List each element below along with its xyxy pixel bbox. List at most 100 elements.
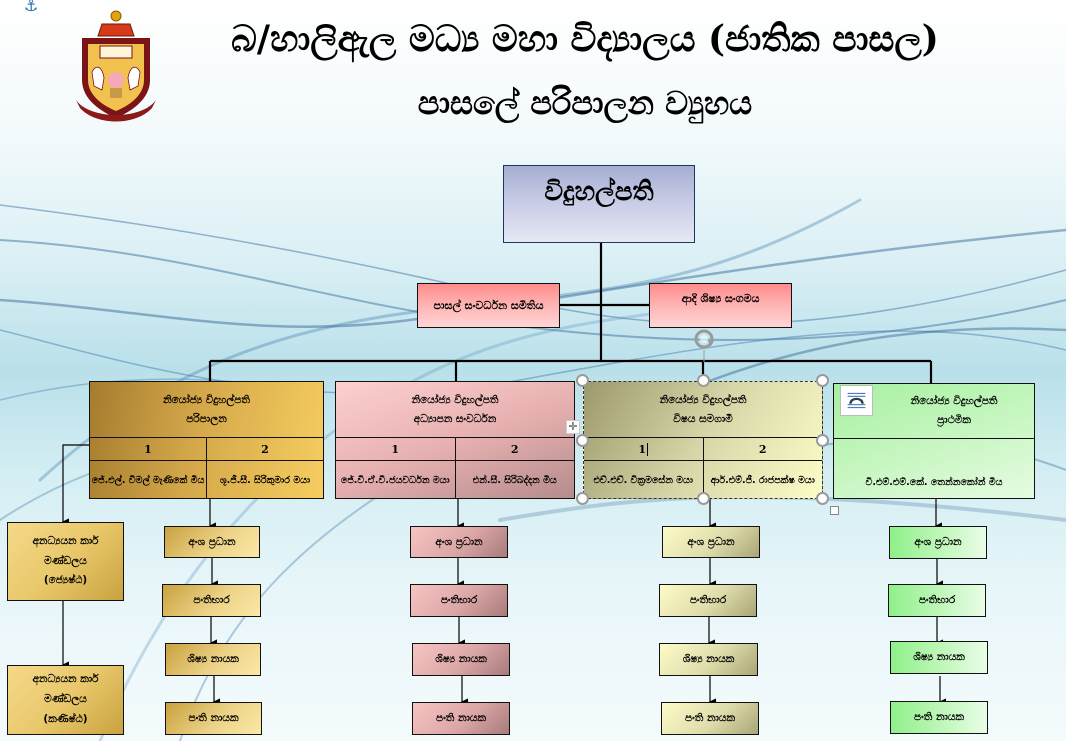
section-head-label: අංශ ප්‍රධාන [914,536,962,548]
class-monitor-box[interactable]: පංති නායක [661,702,759,735]
resize-handle-top-left[interactable] [576,374,589,387]
deputy-title: නියෝජ්‍ය විදුහල්පති [163,393,250,406]
student-leader-box[interactable]: ශිෂ්‍ය නායක [890,641,988,674]
student-leader-label: ශිෂ්‍ය නායක [913,651,965,663]
section-head-box[interactable]: අංශ ප්‍රධාන [164,526,260,558]
deputy-number: 1 [391,442,400,456]
class-teacher-box[interactable]: පංතිභාර [162,584,261,617]
deputy-name: වී.එම්.එම්.කේ. තෙන්නකෝන් මිය [865,477,1003,488]
deputy-number-row: 1 2 [584,438,822,461]
class-monitor-label: පංති නායක [684,712,735,724]
deputy-principal-administration-box[interactable]: නියෝජ්‍ය විදුහල්පති පරිපාලන 1 2 ජේ.එල්. … [89,381,324,499]
student-leader-box[interactable]: ශිෂ්‍ය නායක [165,643,261,676]
non-academic-line: (කණිෂ්ඨ) [43,712,88,725]
deputy-header: නියෝජ්‍ය විදුහල්පති පරිපාලන [90,382,323,438]
class-teacher-box[interactable]: පංතිභාර [659,584,757,617]
resize-handle-left[interactable] [576,434,589,447]
deputy-number: 2 [454,438,575,460]
class-teacher-label: පංතිභාර [440,594,478,606]
deputy-name: එච්.එච්. වික්‍රමසේන මයා [593,474,694,486]
deputy-section: ප්‍රාථමික [937,414,971,426]
deputy-name: ශූ.ජී.සී. සිරිකුමාර මයා [206,461,323,499]
section-head-label: අංශ ප්‍රධාන [435,535,483,548]
deputy-principal-academic-box[interactable]: නියෝජ්‍ය විදුහල්පති අධ්‍යාපන සංවර්ධන 1 2… [335,381,575,499]
deputy-name: එන්.සී. සිරිබද්දන මිය [454,461,575,499]
deputy-name-row: ජේ.එල්. විමල් මැණිකේ මිය ශූ.ජී.සී. සිරික… [90,461,323,499]
move-icon[interactable]: ✛ [566,420,580,434]
page-title: බ/හාලිඇල මධ්‍ය මහා විද්‍යාලය (ජාතික පාසල… [231,18,939,60]
student-leader-box[interactable]: ශිෂ්‍ය නායක [412,643,510,676]
deputy-number: 1 [144,442,152,456]
deputy-name-row: ජේ.වී.ඒ.වී.ජයවර්ධන මයා එන්.සී. සිරිබද්දන… [336,461,574,499]
student-leader-label: ශිෂ්‍ය නායක [435,653,487,665]
student-leader-box[interactable]: ශිෂ්‍ය නායක [659,643,758,676]
deputy-number-row: 1 2 [336,438,574,461]
deputy-header: නියෝජ්‍ය විදුහල්පති විෂය සමගාමී [584,382,822,438]
class-teacher-label: පංතිභාර [193,594,230,606]
deputy-title: නියෝජ්‍ය විදුහල්පති [411,393,499,406]
deputy-title: නියෝජ්‍ය විදුහල්පති [659,393,747,406]
deputy-number-cell-editing[interactable]: 1 [584,438,703,460]
non-academic-line: (ජ්‍යෙෂ්ඨ) [43,574,88,587]
student-leader-label: ශිෂ්‍ය නායක [187,653,239,665]
resize-handle-top[interactable] [697,374,710,387]
principal-label: විදුහල්පති [544,177,654,207]
deputy-header: නියෝජ්‍ය විදුහල්පති ප්‍රාථමික [834,384,1034,439]
class-teacher-label: පංතිභාර [918,594,956,606]
non-academic-line: මණ්ඩලය [44,693,87,706]
deputy-number: 1 [638,442,647,456]
non-academic-line: අනධ්‍යයන කාර් [32,534,99,547]
connector-nonacademic [61,444,89,526]
section-head-label: අංශ ප්‍රධාන [687,535,735,548]
principal-box[interactable]: විදුහල්පති [503,165,695,243]
resize-handle-bottom-right[interactable] [816,492,829,505]
committee-label: පාසල් සංවර්ධන සමිතිය [433,298,544,312]
class-monitor-label: පංති නායක [188,712,239,724]
student-leader-label: ශිෂ්‍ය නායක [682,653,735,665]
non-academic-line: මණ්ඩලය [44,554,87,567]
class-teacher-box[interactable]: පංතිභාර [888,584,986,617]
section-head-label: අංශ ප්‍රධාන [188,535,236,548]
text-cursor [647,442,649,456]
old-students-association-box[interactable]: ආදි ශිෂ්‍ය සංගමය [649,283,792,328]
deputy-name: ජේ.වී.ඒ.වී.ජයවර්ධන මයා [340,474,450,486]
class-teacher-label: පංතිභාර [689,594,727,606]
anchor-icon[interactable]: ⚓ [24,0,39,15]
resize-handle-bottom-left[interactable] [576,492,589,505]
page-subtitle: පාසලේ පරිපාලන ව්‍යුහය [417,84,753,122]
resize-handle-bottom[interactable] [697,492,710,505]
deputy-section: විෂය සමගාමී [673,412,733,425]
deputy-section: අධ්‍යාපන සංවර්ධන [413,412,497,425]
non-academic-staff-senior-box[interactable]: අනධ්‍යයන කාර් මණ්ඩලය (ජ්‍යෙෂ්ඨ) [7,522,124,601]
school-development-committee-box[interactable]: පාසල් සංවර්ධන සමිතිය [417,283,560,328]
deputy-principal-co-curricular-box[interactable]: නියෝජ්‍ය විදුහල්පති විෂය සමගාමී 1 2 එච්.… [583,381,823,499]
school-crest-icon [76,10,156,122]
class-teacher-box[interactable]: පංතිභාර [410,584,508,617]
deputy-number: 2 [206,438,323,460]
resize-handle-top-right[interactable] [816,374,829,387]
non-academic-line: අනධ්‍යයන කාර් [32,673,99,686]
class-monitor-box[interactable]: පංති නායක [165,702,262,735]
section-head-box[interactable]: අංශ ප්‍රධාන [889,526,987,559]
rotate-handle-stem [703,350,705,362]
section-head-box[interactable]: අංශ ප්‍රධාන [662,526,760,558]
rotate-handle-icon[interactable] [692,327,716,351]
layout-options-icon[interactable] [840,385,873,416]
deputy-name: ආර්.එම්.ජී. රාජපක්ෂ මයා [702,461,823,499]
class-monitor-label: පංති නායක [435,712,486,724]
deputy-header: නියෝජ්‍ය විදුහල්පති අධ්‍යාපන සංවර්ධන [336,382,574,438]
deputy-section: පරිපාලන [186,412,227,425]
deputy-number-row: 1 2 [90,438,323,461]
class-monitor-box[interactable]: පංති නායක [412,702,510,735]
deputy-title: නියෝජ්‍ය විදුහල්පති [910,395,998,407]
class-monitor-label: පංති නායක [913,711,964,723]
table-resize-handle[interactable] [830,506,839,515]
class-monitor-box[interactable]: පංති නායක [890,701,988,734]
alumni-label: ආදි ශිෂ්‍ය සංගමය [681,292,760,305]
resize-handle-right[interactable] [816,434,829,447]
section-head-box[interactable]: අංශ ප්‍රධාන [410,526,508,558]
non-academic-staff-junior-box[interactable]: අනධ්‍යයන කාර් මණ්ඩලය (කණිෂ්ඨ) [7,665,124,735]
deputy-number: 2 [702,438,823,460]
deputy-name: ජේ.එල්. විමල් මැණිකේ මිය [91,474,205,486]
deputy-name-row: එච්.එච්. වික්‍රමසේන මයා ආර්.එම්.ජී. රාජප… [584,461,822,499]
